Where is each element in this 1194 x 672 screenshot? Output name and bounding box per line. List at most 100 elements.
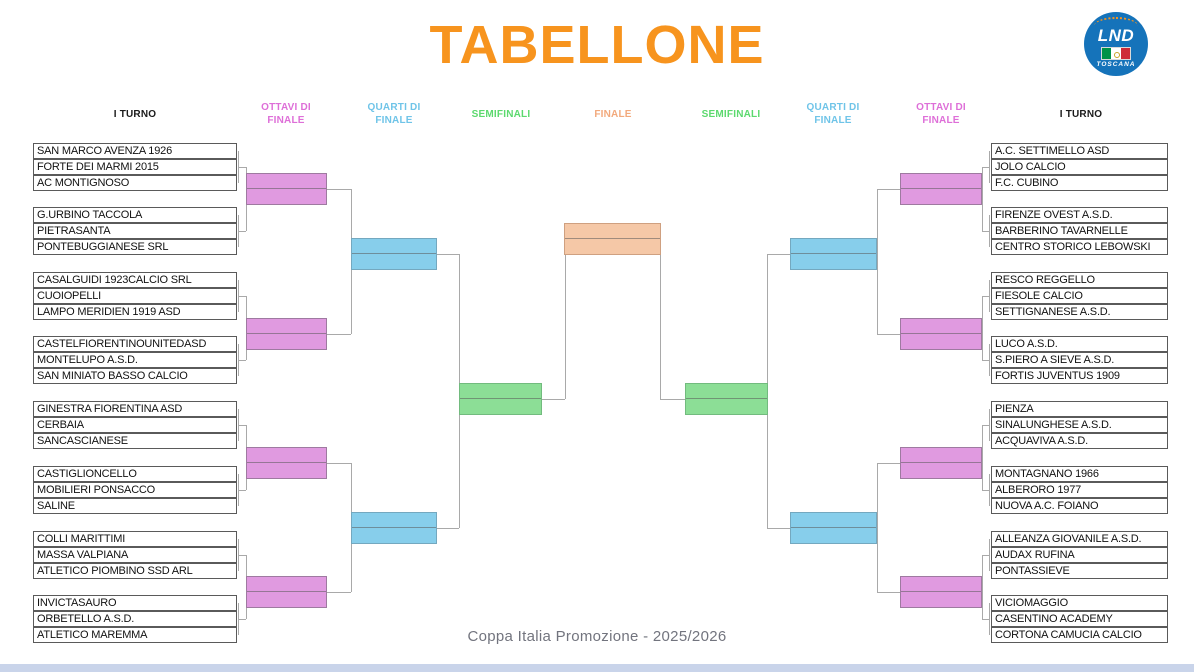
quarti-match-right-2-divider: [791, 513, 876, 528]
team-row-right: AUDAX RUFINA: [991, 547, 1168, 563]
quarti-match-right-2: [790, 512, 877, 544]
team-row-right: BARBERINO TAVARNELLE: [991, 223, 1168, 239]
finale-match-divider: [565, 224, 660, 239]
ottavi-feeder-line: [982, 425, 983, 490]
quarti-match-left-2-divider: [352, 513, 436, 528]
ottavi-winner-line: [877, 463, 900, 464]
round-header-8: I TURNO: [1059, 108, 1103, 120]
quarti-winner-line: [767, 528, 790, 529]
round-header-0: I TURNO: [113, 108, 157, 120]
team-row-left: PIETRASANTA: [33, 223, 237, 239]
ottavi-match-left-2: [246, 318, 327, 350]
team-row-left: CASTIGLIONCELLO: [33, 466, 237, 482]
quarti-match-right-1-divider: [791, 239, 876, 254]
group-merge-stub: [238, 555, 246, 556]
quarti-feeder-line: [877, 189, 878, 334]
team-row-right: ACQUAVIVA A.S.D.: [991, 433, 1168, 449]
team-row-left: COLLI MARITTIMI: [33, 531, 237, 547]
group-merge-stub: [238, 296, 246, 297]
group-merge-stub: [982, 296, 990, 297]
ottavi-winner-line: [327, 334, 351, 335]
team-row-right: A.C. SETTIMELLO ASD: [991, 143, 1168, 159]
group-merge-stub: [238, 360, 246, 361]
team-row-right: CORTONA CAMUCIA CALCIO: [991, 627, 1168, 643]
team-row-left: ATLETICO MAREMMA: [33, 627, 237, 643]
team-row-left: ATLETICO PIOMBINO SSD ARL: [33, 563, 237, 579]
team-row-left: CASTELFIORENTINOUNITEDASD: [33, 336, 237, 352]
team-row-right: PONTASSIEVE: [991, 563, 1168, 579]
quarti-winner-line: [437, 254, 459, 255]
finale-feeder-line: [660, 255, 661, 399]
ottavi-feeder-line: [982, 555, 983, 619]
page-title: TABELLONE: [429, 15, 765, 75]
logo-region: TOSCANA: [1096, 61, 1136, 68]
ottavi-match-left-4-divider: [247, 577, 326, 592]
ottavi-match-left-4: [246, 576, 327, 608]
ottavi-match-left-1: [246, 173, 327, 205]
competition-footer: Coppa Italia Promozione - 2025/2026: [467, 628, 727, 645]
quarti-match-left-1-divider: [352, 239, 436, 254]
team-row-right: FORTIS JUVENTUS 1909: [991, 368, 1168, 384]
ottavi-match-right-3-divider: [901, 448, 981, 463]
team-row-left: SAN MARCO AVENZA 1926: [33, 143, 237, 159]
team-row-right: LUCO A.S.D.: [991, 336, 1168, 352]
team-row-left: PONTEBUGGIANESE SRL: [33, 239, 237, 255]
ottavi-match-right-4: [900, 576, 982, 608]
round-header-7: OTTAVI DI FINALE: [916, 102, 966, 126]
team-row-left: AC MONTIGNOSO: [33, 175, 237, 191]
group-merge-stub: [982, 360, 990, 361]
team-row-right: NUOVA A.C. FOIANO: [991, 498, 1168, 514]
ottavi-winner-line: [877, 334, 900, 335]
italy-flag-icon: [1101, 47, 1131, 60]
team-row-right: S.PIERO A SIEVE A.S.D.: [991, 352, 1168, 368]
finale-match: [564, 223, 661, 255]
round-header-1: OTTAVI DI FINALE: [261, 102, 311, 126]
team-row-left: GINESTRA FIORENTINA ASD: [33, 401, 237, 417]
team-row-left: CERBAIA: [33, 417, 237, 433]
team-row-left: MONTELUPO A.S.D.: [33, 352, 237, 368]
ottavi-match-left-2-divider: [247, 319, 326, 334]
team-row-left: G.URBINO TACCOLA: [33, 207, 237, 223]
team-row-right: RESCO REGGELLO: [991, 272, 1168, 288]
semi-winner-line: [660, 399, 685, 400]
ottavi-match-left-3-divider: [247, 448, 326, 463]
team-row-right: CASENTINO ACADEMY: [991, 611, 1168, 627]
team-row-right: JOLO CALCIO: [991, 159, 1168, 175]
team-row-left: SALINE: [33, 498, 237, 514]
team-row-right: ALLEANZA GIOVANILE A.S.D.: [991, 531, 1168, 547]
group-merge-stub: [238, 425, 246, 426]
ottavi-winner-line: [877, 592, 900, 593]
group-merge-stub: [982, 555, 990, 556]
round-header-2: QUARTI DI FINALE: [367, 102, 421, 126]
team-row-left: SANCASCIANESE: [33, 433, 237, 449]
team-row-right: PIENZA: [991, 401, 1168, 417]
team-row-right: CENTRO STORICO LEBOWSKI: [991, 239, 1168, 255]
group-merge-stub: [982, 619, 990, 620]
lnd-toscana-logo: LND TOSCANA: [1084, 12, 1148, 76]
team-row-left: SAN MINIATO BASSO CALCIO: [33, 368, 237, 384]
team-row-left: MASSA VALPIANA: [33, 547, 237, 563]
semifinale-match-right-divider: [686, 384, 767, 399]
group-merge-stub: [238, 167, 246, 168]
ottavi-match-right-2-divider: [901, 319, 981, 334]
team-row-left: CASALGUIDI 1923CALCIO SRL: [33, 272, 237, 288]
semifinale-match-left-divider: [460, 384, 541, 399]
team-row-left: ORBETELLO A.S.D.: [33, 611, 237, 627]
group-merge-stub: [982, 490, 990, 491]
quarti-winner-line: [437, 528, 459, 529]
ottavi-winner-line: [327, 189, 351, 190]
team-row-right: VICIOMAGGIO: [991, 595, 1168, 611]
semi-winner-line: [542, 399, 565, 400]
ottavi-winner-line: [877, 189, 900, 190]
ottavi-match-right-1-divider: [901, 174, 981, 189]
round-header-3: SEMIFINALI: [471, 108, 531, 120]
semifinale-match-right: [685, 383, 768, 415]
ottavi-match-right-1: [900, 173, 982, 205]
quarti-match-right-1: [790, 238, 877, 270]
team-row-left: FORTE DEI MARMI 2015: [33, 159, 237, 175]
group-merge-stub: [982, 231, 990, 232]
flag-emblem: [1114, 51, 1120, 58]
team-row-right: FIRENZE OVEST A.S.D.: [991, 207, 1168, 223]
group-merge-stub: [982, 425, 990, 426]
